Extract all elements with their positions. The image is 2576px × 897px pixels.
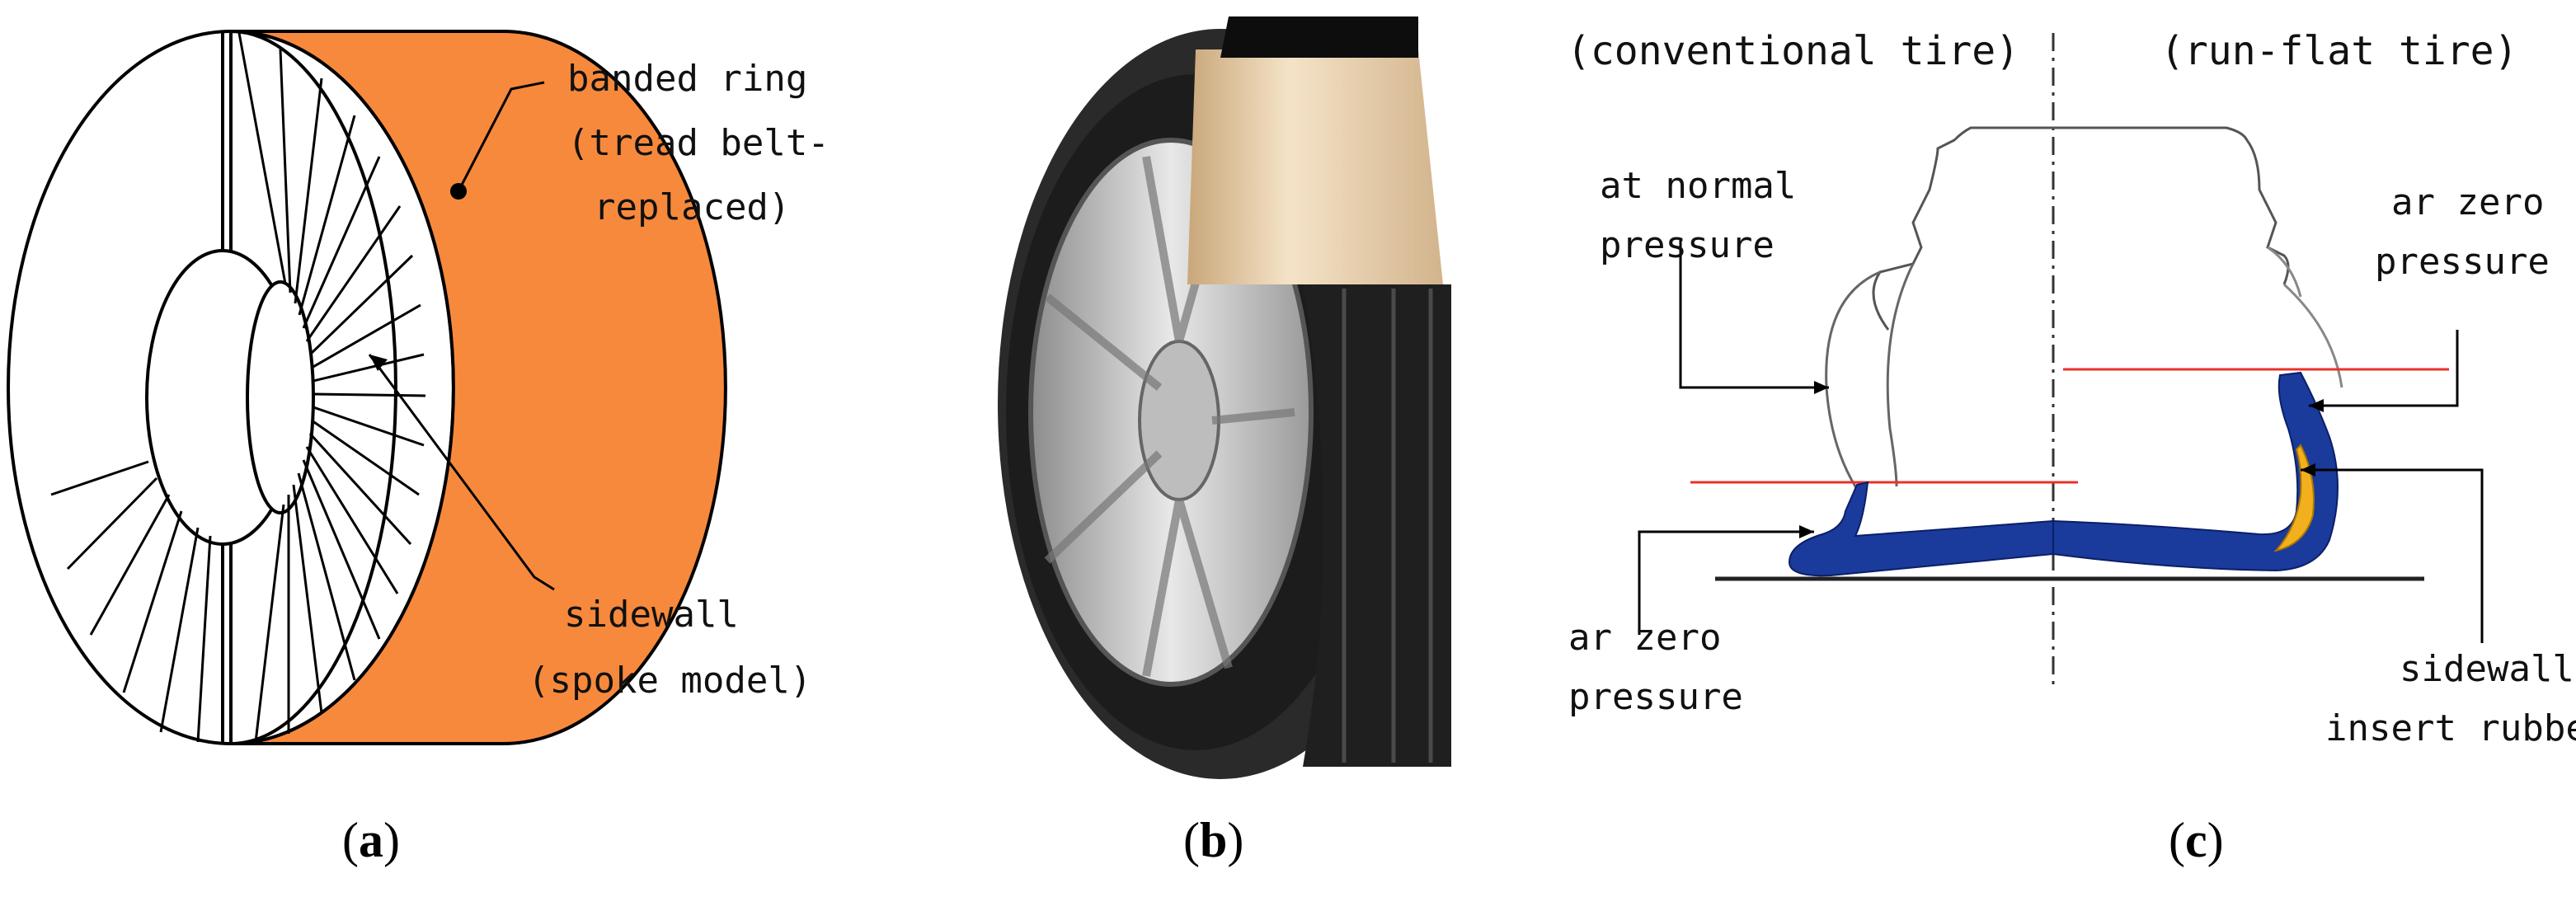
sidewall-arrowhead bbox=[369, 355, 388, 371]
annotation-arrows bbox=[1638, 239, 2484, 643]
banded-ring-leader bbox=[457, 81, 545, 192]
caption-c: (c) bbox=[2169, 813, 2224, 867]
spokes-lower bbox=[50, 460, 212, 743]
label-insert-2: insert rubber bbox=[2325, 707, 2576, 749]
label-banded-ring-2: (tread belt- bbox=[567, 122, 830, 164]
cutaway-dark-inner bbox=[1220, 16, 1418, 58]
spokes bbox=[237, 32, 426, 743]
header-conventional: (conventional tire) bbox=[1567, 28, 2019, 74]
label-banded-ring-3: replaced) bbox=[594, 186, 790, 228]
panel-b-tire-cutaway-photo bbox=[998, 16, 1451, 779]
hub-inner bbox=[246, 280, 315, 514]
runflat-zero-pressure-tire bbox=[2052, 371, 2339, 572]
arrowheads bbox=[1799, 381, 2324, 538]
label-banded-ring-1: banded ring bbox=[567, 58, 807, 100]
tire-tread bbox=[1303, 284, 1451, 767]
conventional-zero-pressure-tire bbox=[1788, 481, 2054, 577]
header-runflat: (run-flat tire) bbox=[2160, 28, 2517, 74]
panel-a-spoke-tire-diagram: banded ring (tread belt- replaced) sidew… bbox=[7, 29, 830, 746]
label-zero-right-2: pressure bbox=[2375, 241, 2550, 283]
wheel-rim-outline bbox=[1872, 126, 2290, 331]
runflat-normal-outline bbox=[2267, 246, 2343, 388]
label-sidewall-2: (spoke model) bbox=[528, 660, 811, 702]
inner-band-cutaway bbox=[1187, 49, 1443, 284]
caption-b: (b) bbox=[1183, 813, 1244, 867]
banded-ring bbox=[230, 30, 727, 745]
label-zero-left-1: ar zero bbox=[1568, 617, 1721, 659]
label-normal-pressure-1: at normal bbox=[1600, 165, 1796, 207]
label-zero-right-1: ar zero bbox=[2391, 181, 2544, 223]
caption-a: (a) bbox=[342, 813, 400, 867]
label-insert-1: sidewall bbox=[2400, 648, 2574, 690]
label-sidewall-1: sidewall bbox=[564, 594, 739, 636]
label-normal-pressure-2: pressure bbox=[1600, 224, 1775, 266]
normal-pressure-tire-outline bbox=[1825, 263, 1915, 528]
label-zero-left-2: pressure bbox=[1568, 676, 1743, 718]
wheel-hub bbox=[1138, 340, 1220, 501]
tread-grooves bbox=[1342, 289, 1433, 763]
sidewall-leader bbox=[368, 354, 555, 591]
panel-c-runflat-comparison: (conventional tire) (run-flat tire) at n… bbox=[1567, 28, 2576, 749]
